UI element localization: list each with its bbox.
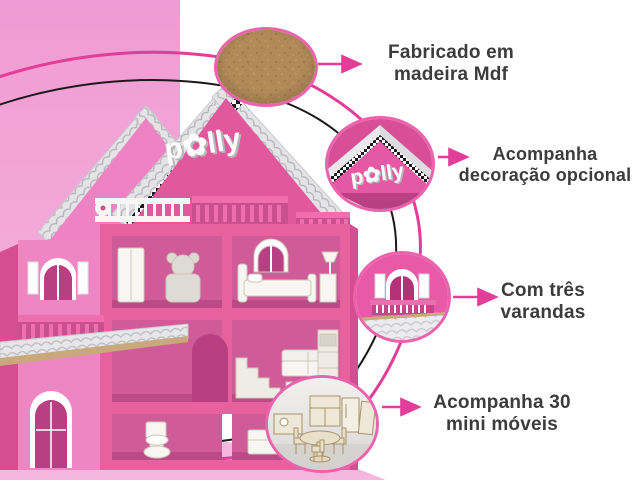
callout-label-mdf: Fabricado em madeira Mdf <box>366 42 536 86</box>
balcony-window <box>374 269 430 300</box>
mini-fridge <box>341 397 360 433</box>
label-line: madeira Mdf <box>393 64 509 86</box>
awning-roof <box>0 323 189 366</box>
arched-window <box>253 238 289 273</box>
inset-balcony-photo <box>353 251 451 343</box>
nightstand-lamp <box>319 251 339 303</box>
gable-wall <box>132 98 330 224</box>
main-roof <box>111 83 345 229</box>
bathroom-furniture <box>143 421 171 459</box>
callout-label-varandas: Com três varandas <box>468 280 618 324</box>
roof-slope-right <box>380 125 432 183</box>
label-line: mini móveis <box>445 414 559 436</box>
label-line: decoração opcional <box>458 164 632 185</box>
balcony-railing <box>370 300 436 315</box>
checker-trim <box>328 135 380 187</box>
inset-roof-logo-photo: p✿lly p✿lly <box>325 116 435 212</box>
label-line: Acompanha 30 <box>433 392 571 413</box>
arch-doorway <box>192 334 228 402</box>
inset-mdf-texture-photo <box>214 27 318 107</box>
bed <box>237 263 317 303</box>
label-line: Com três <box>501 280 585 301</box>
roof-slope-left <box>328 125 380 181</box>
polly-logo-closeup: p✿lly p✿lly <box>349 159 407 191</box>
front-door <box>30 391 72 468</box>
inset-mini-furniture-photo <box>265 375 379 473</box>
mini-panel <box>357 400 376 436</box>
label-line: varandas <box>500 302 586 324</box>
callout-label-decor: Acompanha decoração opcional <box>452 144 638 186</box>
bedroom-left-furniture <box>117 247 201 303</box>
dollhouse: p✿lly p✿lly <box>0 83 358 470</box>
label-line: Fabricado em <box>388 42 514 63</box>
label-line: Acompanha <box>492 144 598 164</box>
mini-chair <box>311 439 325 462</box>
left-tower <box>0 240 189 470</box>
bedroom-right-furniture <box>237 238 339 303</box>
toilet <box>143 421 171 459</box>
bear-chair <box>165 252 201 303</box>
callout-label-moveis: Acompanha 30 mini móveis <box>404 392 600 436</box>
tower-window <box>27 258 89 300</box>
gable-closeup <box>328 141 432 201</box>
